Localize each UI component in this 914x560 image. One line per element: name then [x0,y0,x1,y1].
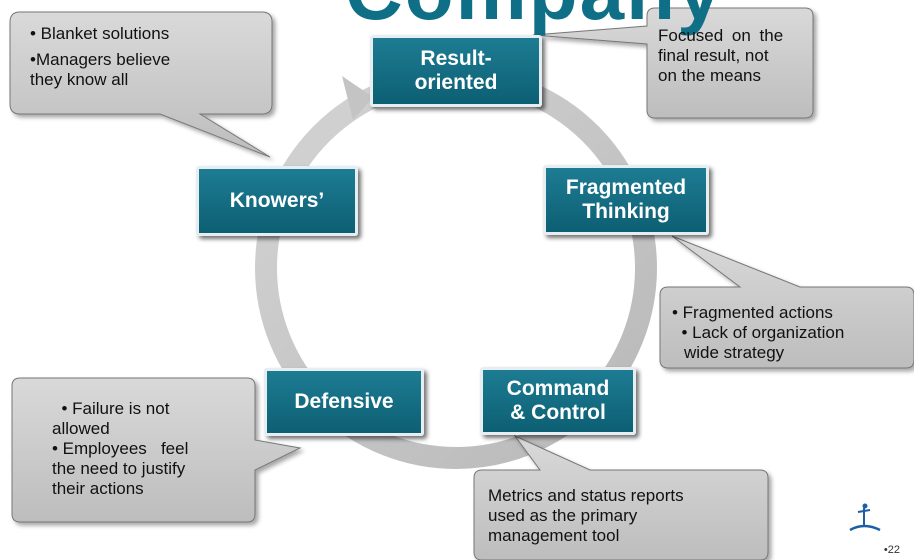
callout-line: their actions [52,479,144,498]
node-label-line-1: Defensive [294,390,394,413]
callout-line: • Failure is not [52,399,170,418]
callout-right-text: • Fragmented actions • Lack of organizat… [672,303,844,363]
callout-line: wide strategy [684,343,785,362]
node-knowers: Knowers’ [196,166,358,236]
callout-line: • Employees feel [52,439,189,458]
callout-line: •Managers believe [30,50,171,69]
node-label-line-2: oriented [414,71,498,94]
callout-line: • Fragmented actions [672,303,833,322]
node-label-line-2: & Control [510,401,606,424]
callout-bottom-left-text: • Failure is not allowed • Employees fee… [52,399,188,499]
page-number-bullet: • [883,544,888,556]
node-label-line-1: Command [506,377,610,400]
callout-line: they know all [30,70,129,89]
callout-top-right-text: Focused on the final result, not on the … [658,26,783,86]
callout-line: Metrics and status reports [488,486,684,505]
callout-top-left-text: • Blanket solutions •Managers believe th… [30,24,170,90]
callout-line: used as the primary [488,506,638,525]
callout-line: allowed [52,419,110,438]
callout-top-right-bubble [532,7,814,119]
node-result-oriented: Result-oriented [370,35,542,107]
callout-line: • Lack of organization [672,323,845,342]
callout-top-left-bubble [9,11,273,158]
node-command-control: Command& Control [480,367,636,435]
callout-bottom-center-text: Metrics and status reports used as the p… [488,486,684,546]
page-number: •22 [884,544,900,556]
node-defensive: Defensive [264,368,424,436]
node-label-line-1: Result- [420,47,492,70]
node-label-line-2: Thinking [582,200,670,223]
slide-title-fragment: Company [345,0,725,32]
cycle-arrowhead [342,76,373,120]
callout-line: on the means [658,66,762,85]
callout-line: Focused on the [658,26,784,45]
node-label-line-1: Knowers’ [229,189,325,212]
node-label-line-1: Fragmented [565,176,687,199]
page-number-value: 22 [887,544,900,556]
callout-line: final result, not [658,46,769,65]
callout-line: the need to justify [52,459,186,478]
callout-bottom-left-bubble [11,377,302,523]
callout-right-bubble [659,235,914,369]
callout-line: • Blanket solutions [30,24,170,43]
callout-line: management tool [488,526,620,545]
company-logo [849,503,881,532]
